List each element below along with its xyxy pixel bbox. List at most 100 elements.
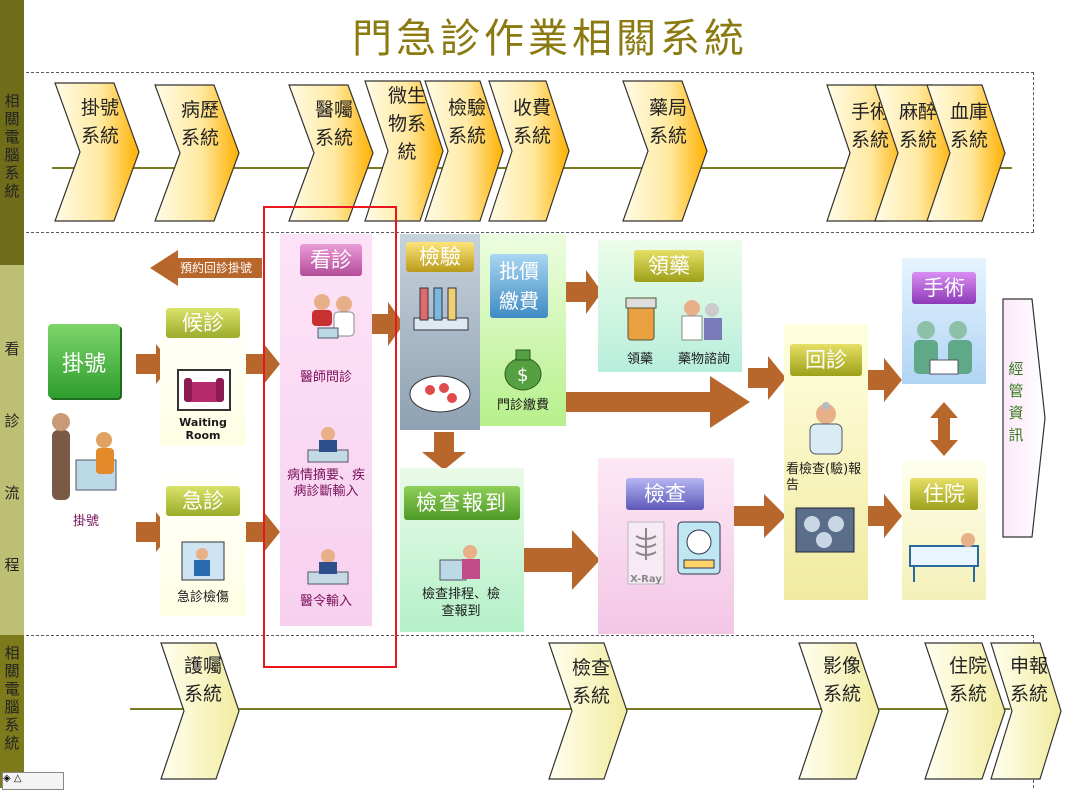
registration-clerk-icon (52, 413, 117, 500)
system-nursing-order[interactable]: 護囑系統 (160, 642, 240, 780)
chevron-shape (622, 80, 708, 222)
surgery-header: 手術 (912, 272, 976, 304)
appointment-label: 預約回診掛號 (179, 261, 252, 275)
system-label: 微生物系統 (387, 85, 426, 163)
mid-divider-1 (26, 232, 1034, 233)
side-label-top: 相關電腦系統 (4, 92, 20, 200)
scanner-icon (677, 521, 721, 575)
management-arrow[interactable] (1002, 298, 1046, 538)
arrow-medicine-revisit (748, 356, 786, 400)
side-label-flow-2: 診 (4, 412, 20, 430)
lab-header: 檢驗 (406, 242, 474, 272)
emergency-header: 急診 (166, 486, 240, 516)
test-tubes-icon (413, 287, 469, 331)
doctor-icon (809, 402, 843, 455)
system-label: 收費系統 (512, 97, 551, 147)
system-billing[interactable]: 收費系統 (488, 80, 570, 222)
surgery-panel[interactable]: 手術 (902, 258, 986, 384)
registration-box[interactable]: 掛號 (48, 324, 120, 398)
system-anesthesia[interactable]: 麻醉系統 (874, 84, 956, 222)
exam-header: 檢查 (626, 478, 704, 510)
doctor-patient-icon (312, 294, 355, 339)
arrow-appointment (150, 250, 262, 286)
chevron-shape (160, 642, 240, 780)
payment-caption: 門診繳費 (496, 398, 549, 413)
consult-header: 看診 (300, 244, 362, 276)
bottom-timeline (130, 708, 1010, 710)
pill-bottle-icon (625, 297, 657, 341)
chevron-shape (288, 84, 374, 222)
arrow-revisit-surgery (868, 358, 902, 402)
consult-panel[interactable]: 看診 醫師問診 病情摘要、疾病診斷輸入 醫令輸入 (280, 234, 372, 626)
emergency-panel[interactable]: 急診 急診檢傷 (160, 466, 246, 616)
chevron-shape (924, 642, 1006, 780)
system-microbiology[interactable]: 微生物系統 (364, 80, 444, 222)
right-divider-top (1033, 72, 1034, 232)
sofa-icon (177, 369, 231, 411)
chevron-shape (548, 642, 628, 780)
system-pharmacy[interactable]: 藥局系統 (622, 80, 708, 222)
exam-checkin-panel[interactable]: 檢查報到 檢查排程、檢查報到 (400, 468, 524, 632)
exam-checkin-caption: 檢查排程、檢查報到 (421, 587, 500, 619)
system-doctor-order[interactable]: 醫囑系統 (288, 84, 374, 222)
system-imaging[interactable]: 影像系統 (798, 642, 880, 780)
physician-desk-icon-1 (307, 427, 349, 463)
lab-panel[interactable]: 檢驗 (400, 234, 480, 430)
consult-step-2: 病情摘要、疾病診斷輸入 (286, 468, 365, 499)
system-claims[interactable]: 申報系統 (990, 642, 1062, 780)
system-label: 病歷系統 (180, 99, 219, 149)
system-medical-record[interactable]: 病歷系統 (154, 84, 240, 222)
inpatient-panel[interactable]: 住院 (902, 460, 986, 600)
xray-film-icon (795, 507, 855, 553)
management-label: 經管資訊 (1008, 360, 1024, 444)
registration-caption: 掛號 (72, 514, 99, 529)
management-arrow-shape (1002, 298, 1046, 538)
system-label: 影像系統 (822, 655, 861, 705)
system-label: 手術系統 (850, 101, 889, 151)
side-label-flow-4: 程 (4, 556, 20, 574)
waiting-panel[interactable]: 候診 Waiting Room (160, 298, 246, 446)
left-bar-top (0, 0, 24, 265)
mid-divider-2 (26, 635, 1034, 636)
consult-step-3: 醫令輸入 (299, 594, 352, 609)
chevron-shape (54, 82, 140, 222)
arrow-revisit-inpatient (868, 494, 902, 538)
chevron-shape (364, 80, 444, 222)
chevron-shape (424, 80, 504, 222)
chevron-shape (798, 642, 880, 780)
money-bag-icon: $ (504, 349, 542, 391)
medicine-panel[interactable]: 領藥 領藥 藥物諮詢 (598, 240, 742, 372)
top-divider (26, 72, 1034, 73)
system-label: 檢驗系統 (447, 97, 486, 147)
system-registration[interactable]: 掛號系統 (54, 82, 140, 222)
revisit-header: 回診 (790, 344, 862, 376)
arrow-lab-down (422, 432, 466, 470)
side-label-flow-3: 流 (4, 484, 20, 502)
revisit-caption: 看檢查(驗)報告 (786, 462, 862, 493)
system-exam[interactable]: 檢查系統 (548, 642, 628, 780)
side-label-bottom: 相關電腦系統 (4, 644, 20, 752)
revisit-panel[interactable]: 回診 看檢查(驗)報告 (784, 324, 868, 600)
arrow-pay-medicine (566, 270, 602, 314)
system-laboratory[interactable]: 檢驗系統 (424, 80, 504, 222)
system-label: 申報系統 (1010, 655, 1049, 705)
system-label: 麻醉系統 (898, 101, 937, 151)
system-blood-bank[interactable]: 血庫系統 (926, 84, 1006, 222)
chevron-shape (488, 80, 570, 222)
medicine-caption-1: 領藥 (626, 352, 653, 367)
inpatient-header: 住院 (910, 478, 978, 510)
chevron-shape (154, 84, 240, 222)
waiting-header: 候診 (166, 308, 240, 338)
hospital-bed-icon (909, 533, 979, 582)
scheduling-icon (439, 545, 480, 581)
registration-header: 掛號 (61, 352, 106, 377)
exam-panel[interactable]: 檢查 X-Ray (598, 458, 734, 634)
arrow-surgery-inpatient (930, 402, 958, 456)
system-inpatient[interactable]: 住院系統 (924, 642, 1006, 780)
chevron-shape (926, 84, 1006, 222)
xray-label: X-Ray (630, 574, 662, 585)
arrow-checkin-exam (522, 530, 600, 590)
xray-icon (627, 521, 665, 585)
specimen-tray-icon (409, 375, 471, 413)
payment-panel[interactable]: 批價繳費 $ 門診繳費 (480, 234, 566, 426)
